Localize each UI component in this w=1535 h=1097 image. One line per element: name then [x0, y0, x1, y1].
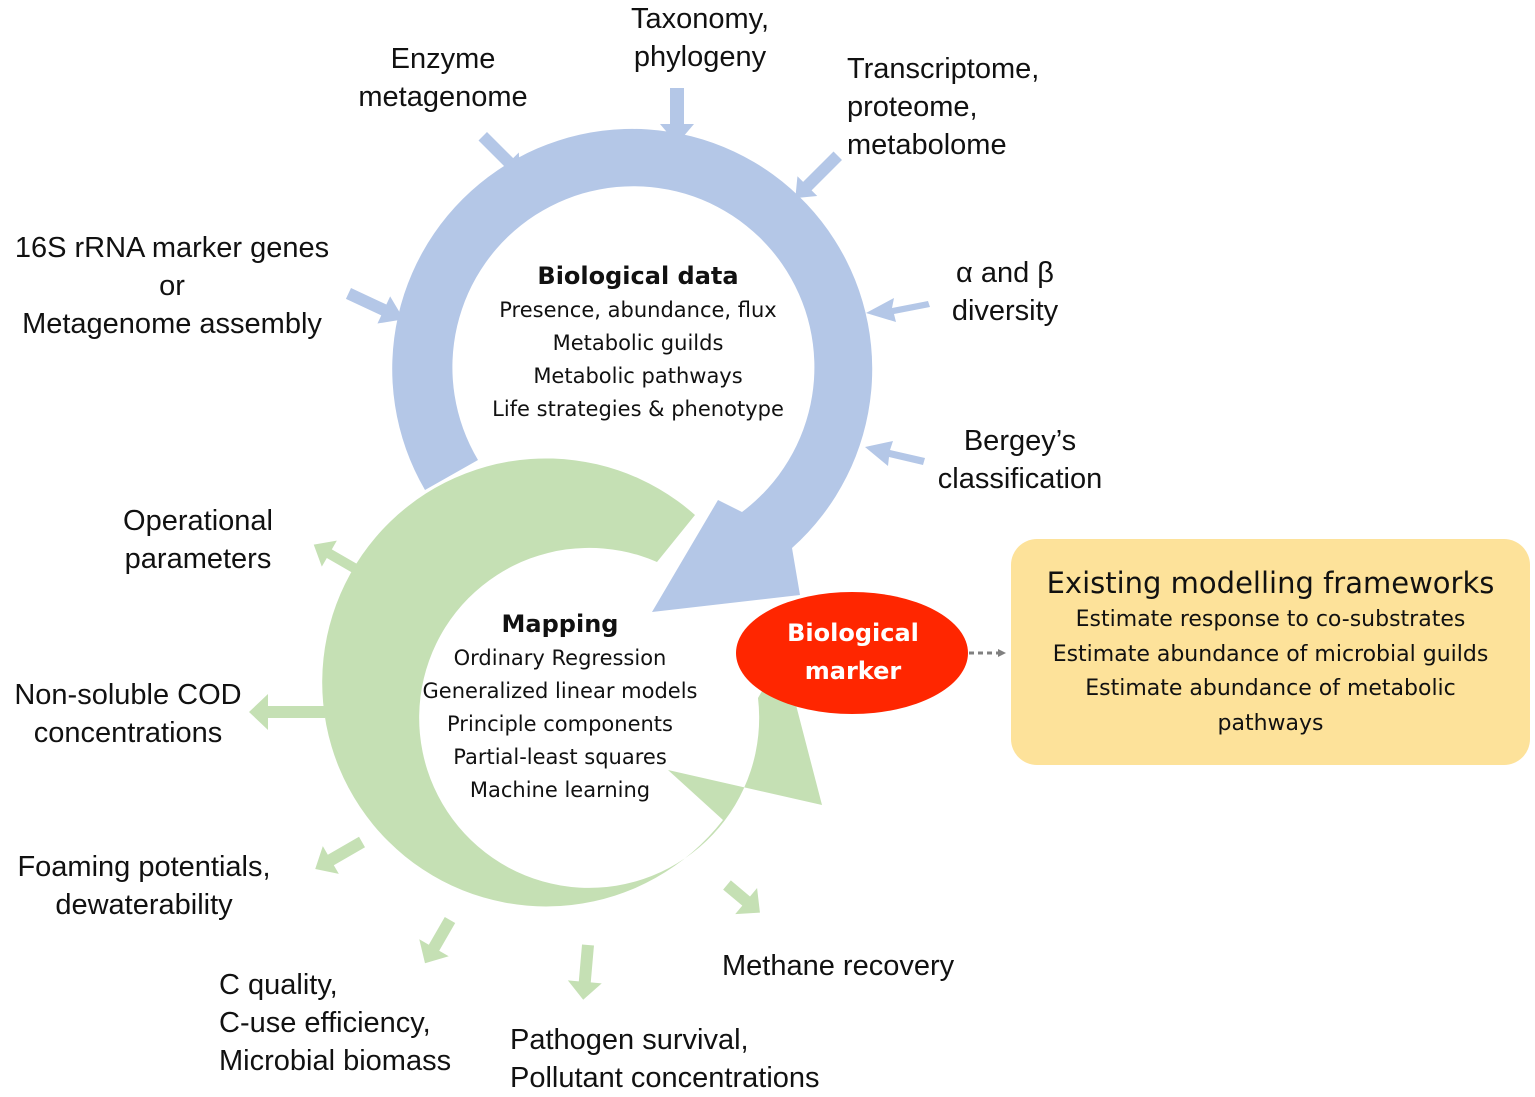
- omics-line-1: Transcriptome,: [847, 53, 1040, 85]
- marker-genes-line-3: Metagenome assembly: [22, 308, 322, 340]
- frameworks-item: Estimate abundance of microbial guilds: [1052, 641, 1489, 667]
- foaming-label: Foaming potentials, dewaterability: [0, 848, 288, 924]
- marker-genes-line-2: or: [159, 270, 185, 302]
- biological-data-title: Biological data: [537, 262, 739, 290]
- omics-line-3: metabolome: [847, 129, 1007, 161]
- carbon-line-2: C-use efficiency,: [219, 1007, 431, 1039]
- methane-line-1: Methane recovery: [722, 950, 955, 982]
- arrow-operational: [313, 540, 363, 576]
- arrow-taxonomy: [660, 88, 694, 144]
- cod-label: Non-soluble COD concentrations: [0, 676, 256, 752]
- marker-genes-label: 16S rRNA marker genes or Metagenome asse…: [0, 229, 344, 343]
- mapping-item: Ordinary Regression: [453, 646, 667, 670]
- bergey-label: Bergey’s classification: [920, 422, 1120, 498]
- foaming-line-1: Foaming potentials,: [17, 851, 271, 883]
- mapping-item: Principle components: [447, 712, 673, 736]
- marker-genes-line-1: 16S rRNA marker genes: [14, 232, 330, 264]
- arrow-foaming: [315, 836, 365, 874]
- bergey-line-1: Bergey’s: [963, 425, 1077, 457]
- pathogen-line-1: Pathogen survival,: [510, 1024, 749, 1056]
- marker-line-2: marker: [804, 657, 902, 685]
- arrow-enzyme: [478, 132, 521, 174]
- cod-line-1: Non-soluble COD: [14, 679, 242, 711]
- output-arrows: [249, 540, 760, 1000]
- omics-label: Transcriptome, proteome, metabolome: [847, 50, 1039, 164]
- biological-data-block: Biological data Presence, abundance, flu…: [458, 258, 818, 426]
- omics-line-2: proteome,: [847, 91, 978, 123]
- arrow-cod: [249, 694, 325, 730]
- input-arrows: [345, 88, 930, 466]
- methane-label: Methane recovery: [722, 947, 954, 985]
- carbon-line-1: C quality,: [219, 969, 338, 1001]
- foaming-line-2: dewaterability: [55, 889, 233, 921]
- arrow-methane: [723, 880, 760, 915]
- enzyme-line-2: metagenome: [358, 81, 528, 113]
- biological-marker-ellipse: [736, 592, 968, 714]
- carbon-line-3: Microbial biomass: [219, 1045, 452, 1077]
- cod-line-2: concentrations: [33, 717, 223, 749]
- biological-marker-label: Biological marker: [737, 614, 969, 690]
- enzyme-line-1: Enzyme: [390, 43, 496, 75]
- bergey-line-2: classification: [937, 463, 1103, 495]
- operational-line-1: Operational: [123, 505, 273, 537]
- taxonomy-label: Taxonomy, phylogeny: [600, 0, 800, 76]
- operational-line-2: parameters: [124, 543, 272, 575]
- biological-data-item: Metabolic guilds: [552, 331, 724, 355]
- taxonomy-line-2: phylogeny: [633, 41, 767, 73]
- mapping-item: Generalized linear models: [422, 679, 698, 703]
- arrow-bergey: [865, 441, 925, 466]
- pathogen-line-2: Pollutant concentrations: [510, 1062, 820, 1094]
- frameworks-item: Estimate abundance of metabolic pathways: [1085, 676, 1456, 736]
- diversity-line-1: α and β: [956, 257, 1054, 289]
- mapping-title: Mapping: [501, 610, 619, 638]
- mapping-item: Partial-least squares: [453, 745, 667, 769]
- operational-label: Operational parameters: [98, 502, 298, 578]
- mapping-item: Machine learning: [469, 778, 651, 802]
- frameworks-item: Estimate response to co-substrates: [1075, 607, 1466, 632]
- mapping-block: Mapping Ordinary Regression Generalized …: [390, 606, 730, 807]
- taxonomy-line-1: Taxonomy,: [630, 3, 770, 35]
- pathogen-label: Pathogen survival, Pollutant concentrati…: [510, 1021, 820, 1097]
- enzyme-label: Enzyme metagenome: [343, 40, 543, 116]
- arrow-omics: [795, 151, 842, 199]
- green-cycle-arrow: [322, 458, 822, 907]
- biological-data-item: Metabolic pathways: [533, 364, 743, 388]
- arrow-diversity: [866, 298, 930, 322]
- arrow-pathogen: [567, 944, 602, 1000]
- frameworks-title: Existing modelling frameworks: [1046, 566, 1495, 600]
- marker-line-1: Biological: [787, 619, 919, 647]
- diversity-line-2: diversity: [951, 295, 1059, 327]
- arrow-marker-genes: [345, 288, 404, 324]
- carbon-label: C quality, C-use efficiency, Microbial b…: [219, 966, 451, 1080]
- modelling-frameworks-box: Existing modelling frameworks Estimate r…: [1011, 539, 1530, 765]
- biological-data-item: Life strategies & phenotype: [492, 397, 784, 421]
- biological-data-item: Presence, abundance, flux: [499, 298, 777, 322]
- diversity-label: α and β diversity: [930, 254, 1080, 330]
- arrow-carbon: [419, 917, 456, 964]
